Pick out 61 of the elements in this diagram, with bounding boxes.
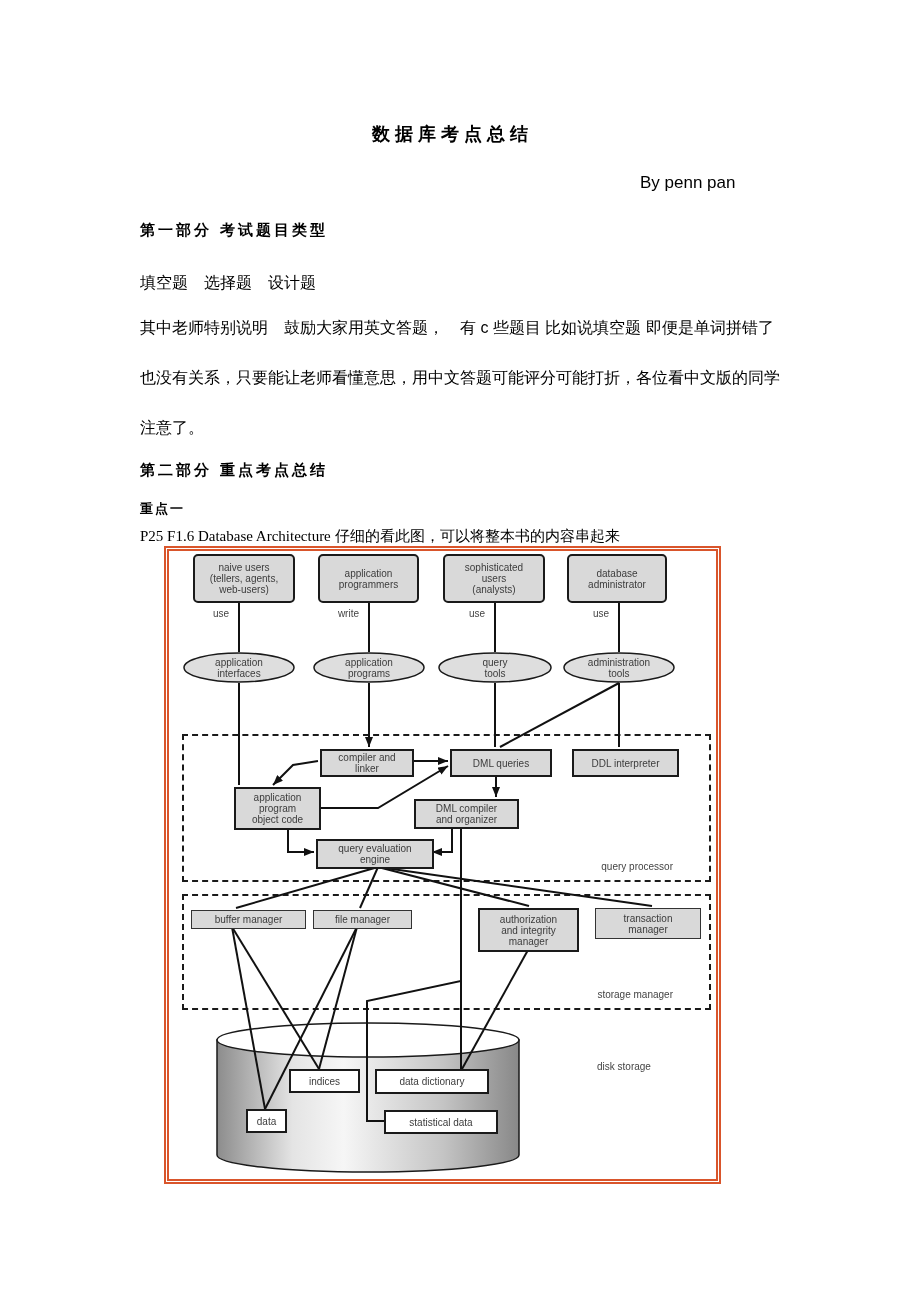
- process-box: DML queries: [450, 749, 552, 777]
- connector-line: [231, 926, 320, 1070]
- user-box: application programmers: [318, 554, 419, 603]
- tool-ellipse: application programs: [313, 652, 425, 683]
- figure-caption: P25 F1.6 Database Architecture 仔细的看此图，可以将整本书的内容串起来: [140, 527, 620, 546]
- storage-box: indices: [289, 1069, 360, 1093]
- tool-ellipse: application interfaces: [183, 652, 295, 683]
- subheading: 重点一: [140, 500, 185, 518]
- document-title: 数据库考点总结: [372, 122, 533, 146]
- tool-ellipse: administration tools: [563, 652, 675, 683]
- connector-line: [494, 682, 496, 748]
- connector-line: [368, 602, 370, 653]
- process-box: DDL interpreter: [572, 749, 679, 777]
- dashed-region: [182, 734, 711, 882]
- tool-ellipse: query tools: [438, 652, 552, 683]
- section-heading: 第一部分 考试题目类型: [140, 220, 329, 241]
- connector-line: [618, 682, 620, 748]
- connector-line: [461, 949, 529, 1070]
- edge-label: use: [468, 608, 485, 620]
- arrow: [411, 757, 449, 765]
- author-line: By penn pan: [640, 172, 736, 194]
- arrow: [272, 760, 319, 786]
- user-box: sophisticated users (analysts): [443, 554, 545, 603]
- edge-label: write: [337, 608, 359, 620]
- storage-box: data: [246, 1109, 287, 1133]
- user-box: database administrator: [567, 554, 667, 603]
- connector-line: [238, 682, 240, 786]
- process-box: transaction manager: [595, 908, 701, 939]
- connector-line: [499, 682, 620, 748]
- edge-label: use: [592, 608, 609, 620]
- process-box: compiler and linker: [320, 749, 414, 777]
- process-box: authorization and integrity manager: [478, 908, 579, 952]
- connector-line: [359, 866, 379, 909]
- arrow: [318, 765, 449, 809]
- question-type: 选择题: [204, 273, 252, 293]
- connector-line: [618, 602, 620, 653]
- question-type: 设计题: [268, 273, 316, 293]
- storage-label: disk storage: [597, 1060, 651, 1074]
- process-box: file manager: [313, 910, 412, 929]
- user-box: naive users (tellers, agents, web-users): [193, 554, 295, 603]
- connector-line: [318, 926, 358, 1070]
- process-box: DML compiler and organizer: [414, 799, 519, 829]
- region-label: query processor: [601, 860, 673, 874]
- storage-box: data dictionary: [375, 1069, 489, 1094]
- process-box: application program object code: [234, 787, 321, 830]
- question-type: 填空题: [140, 273, 188, 293]
- region-label: storage manager: [597, 988, 673, 1002]
- connector-line: [238, 602, 240, 653]
- arrow: [492, 774, 500, 798]
- process-box: buffer manager: [191, 910, 306, 929]
- paragraph: 其中老师特别说明 鼓励大家用英文答题， 有 c 些题目 比如说填空题 即便是单词拼错了也没有关系，只要能让老师看懂意思，用中文答题可能评分可能打折，各位看中文版的同学注意了。: [140, 318, 781, 438]
- arrow: [365, 682, 373, 748]
- arrow: [431, 826, 453, 856]
- process-box: query evaluation engine: [316, 839, 434, 869]
- connector-line: [494, 602, 496, 653]
- section-heading: 第二部分 重点考点总结: [140, 460, 329, 481]
- arrow: [287, 827, 315, 856]
- connector-line: [231, 926, 266, 1110]
- edge-label: use: [212, 608, 229, 620]
- dashed-region: [182, 894, 711, 1010]
- storage-box: statistical data: [384, 1110, 498, 1134]
